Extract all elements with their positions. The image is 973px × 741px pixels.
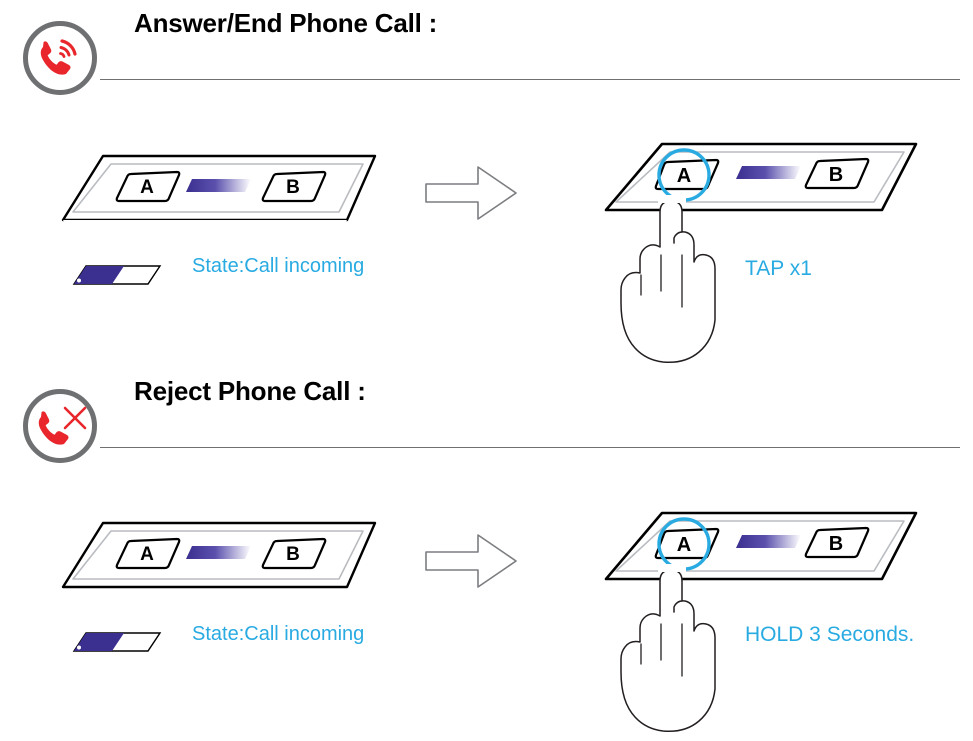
section-divider bbox=[100, 447, 960, 448]
action-label-answer: TAP x1 bbox=[745, 257, 812, 280]
state-label-before: State:Call incoming bbox=[192, 623, 365, 645]
device-button-a-label: A bbox=[140, 544, 154, 565]
section-divider bbox=[100, 79, 960, 80]
led-indicator-half-blue bbox=[68, 258, 166, 290]
step-row-answer-end: A B bbox=[0, 100, 973, 370]
device-button-b-label: B bbox=[286, 177, 300, 198]
right-arrow-icon bbox=[420, 158, 530, 228]
device-button-b-label: B bbox=[286, 544, 300, 565]
device-after-answer: A B bbox=[596, 132, 926, 242]
hand-pointing-icon bbox=[608, 195, 768, 370]
section-header-answer-end: Answer/End Phone Call : bbox=[0, 0, 973, 100]
device-button-b-label: B bbox=[829, 164, 843, 186]
right-arrow-icon bbox=[420, 526, 530, 596]
phone-reject-icon bbox=[22, 388, 98, 464]
led-strip bbox=[736, 535, 801, 548]
led-strip bbox=[186, 546, 251, 559]
state-label-before: State:Call incoming bbox=[192, 255, 365, 277]
hand-pointing-icon bbox=[608, 564, 768, 739]
device-before-answer: A B bbox=[55, 138, 395, 238]
device-button-a-label: A bbox=[140, 177, 154, 198]
action-label-reject: HOLD 3 Seconds. bbox=[745, 623, 915, 646]
reject-cross-icon bbox=[63, 406, 87, 430]
led-indicator-half-blue bbox=[68, 625, 166, 657]
led-strip bbox=[186, 179, 251, 192]
device-before-reject: A B bbox=[55, 505, 395, 605]
section-title: Reject Phone Call : bbox=[134, 376, 366, 406]
device-button-a-label: A bbox=[677, 534, 691, 556]
device-button-a-label: A bbox=[677, 165, 691, 187]
phone-ringing-icon bbox=[22, 20, 98, 96]
step-row-reject: A B State:Call incoming bbox=[0, 468, 973, 741]
section-title: Answer/End Phone Call : bbox=[134, 8, 438, 38]
device-button-b-label: B bbox=[829, 533, 843, 555]
led-strip bbox=[736, 166, 801, 179]
section-header-reject: Reject Phone Call : bbox=[0, 368, 973, 468]
